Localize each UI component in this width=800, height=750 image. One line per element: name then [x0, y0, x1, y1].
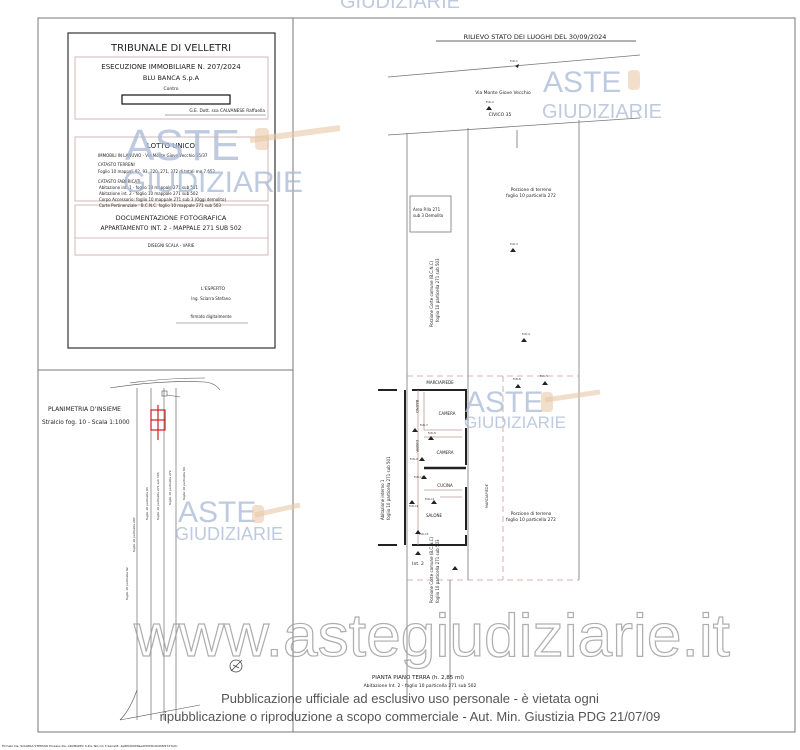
room-label: DISIMP.	[415, 440, 419, 453]
parcel-label: foglio 10 particella 271 sub 503	[156, 472, 160, 520]
doc-subtitle: APPARTAMENTO INT. 2 - MAPPALE 271 SUB 50…	[101, 225, 242, 232]
lot-title: LOTTO UNICO	[147, 142, 196, 150]
civic-number: CIVICO 35	[489, 112, 512, 118]
room-label: BAGNO	[415, 400, 419, 413]
giudiziarie-watermark-text: GIUDIZIARIE	[123, 166, 303, 199]
digital-signature-footer: Firmato Da: SCIARRA STEFANO Emesso Da: A…	[2, 744, 178, 748]
court-name: TRIBUNALE DI VELLETRI	[110, 43, 231, 54]
camera-icon	[409, 64, 548, 570]
building-registry-item: Corte Pertinenziale : B.C.N.C. foglio 10…	[99, 203, 221, 208]
photo-label: Foto 1	[510, 59, 518, 63]
building-registry-item: Corpo Accessorio: foglio 10 mappale 271 …	[99, 197, 226, 202]
photo-label: Foto 9	[410, 457, 418, 461]
site-plan-title: PLANIMETRIA D'INSIEME	[48, 406, 121, 413]
aste-watermark: ASTE GIUDIZIARIE	[123, 121, 341, 199]
survey-title: RILIEVO STATO DEI LUOGHI DEL 30/09/2024	[464, 33, 607, 41]
parcel-label: foglio 10 particella 272	[168, 470, 172, 505]
photo-label: Foto 13	[419, 532, 429, 536]
photo-label: Foto 8	[428, 431, 436, 435]
execution-number: ESECUZIONE IMMOBILIARE N. 207/2024	[101, 63, 241, 71]
giudiziarie-watermark-text: GIUDIZIARIE	[542, 101, 662, 123]
common-court-lower: Porzione Corte comune (B.C.N.C)	[429, 536, 434, 603]
common-court: Porzione Corte comune (B.C.N.C)	[429, 260, 434, 327]
room-label: CUCINA	[437, 483, 453, 488]
north-arrow-icon	[229, 659, 243, 673]
common-court-lower: foglio 10 particella 271 sub 503	[435, 539, 440, 603]
sidewalk-label: MARCIAPIEDE	[426, 380, 454, 385]
site-plan: PLANIMETRIA D'INSIEME Stralcio fog. 10 -…	[42, 377, 221, 721]
plan-subtitle: Abitazione Int. 2 - foglio 10 particella…	[364, 683, 477, 689]
photo-label: Foto 3	[510, 242, 518, 246]
survey-plan: RILIEVO STATO DEI LUOGHI DEL 30/09/2024 …	[364, 33, 641, 700]
signature-note: firmato digitalmente	[190, 314, 232, 319]
common-court: foglio 10 particella 271 sub 503	[435, 258, 440, 322]
aste-watermark: ASTE GIUDIZIARIE	[175, 496, 301, 544]
url-watermark: www.astegiudiziarie.it	[133, 602, 730, 669]
expert-name: Ing. Sciarra Stefano	[191, 296, 231, 301]
photo-label: Foto 2	[486, 100, 494, 104]
apartment1-label: foglio 10 particella 271 sub 501	[386, 456, 391, 520]
demolished-area: sub 3 Demolito	[413, 213, 444, 218]
publication-notice-line1: Pubblicazione ufficiale ad esclusivo uso…	[221, 691, 599, 706]
room-label: SALONE	[426, 513, 443, 518]
site-plan-subtitle: Stralcio fog. 10 - Scala 1:1000	[42, 420, 130, 426]
land-portion-lower: Porzione di terreno	[511, 511, 552, 517]
land-portion: foglio 10 particella 272	[506, 193, 556, 199]
building-registry-item: Abitazione int. 1 - foglio 10 mappale 27…	[99, 185, 198, 190]
top-watermark: GIUDIZIARIE	[340, 0, 460, 13]
parcel-label: foglio 10 particella 92	[125, 567, 129, 600]
room-label: CAMERA	[437, 450, 454, 455]
building-registry-title: CATASTO FABBRICATI	[98, 179, 140, 184]
giudiziarie-watermark-text: GIUDIZIARIE	[175, 524, 283, 544]
photo-label: Foto 11	[425, 497, 435, 501]
aste-watermark-text: ASTE	[465, 386, 543, 419]
photo-label: Foto 4	[522, 332, 530, 336]
land-registry-title: CATASTO TERRENI	[98, 162, 135, 167]
redacted-box	[121, 94, 231, 105]
apartment1-label: Abitazione interno 1	[380, 479, 385, 520]
against-label: Contro	[163, 86, 178, 92]
parcel-label: foglio 10 particella 94	[182, 467, 186, 500]
aste-watermark-text: ASTE	[125, 121, 240, 170]
photo-label: Foto 5	[540, 374, 548, 378]
judge: G.E. Dott. ssa CALVANESE Raffaella	[189, 108, 265, 114]
room-label: CAMERA	[439, 411, 456, 416]
land-registry: Foglio 10 mappali 92, 93, 220, 271, 272 …	[98, 169, 215, 174]
sidewalk-label: MARCIAPIEDE	[485, 484, 489, 508]
aste-watermark: ASTE GIUDIZIARIE	[542, 66, 662, 123]
expert-label: L'ESPERTO	[201, 286, 226, 292]
photo-label: Foto 7	[420, 423, 428, 427]
photo-label: Foto 6	[513, 377, 521, 381]
building-registry-item: Abitazione int. 2 - foglio 10 mappale 27…	[99, 191, 198, 196]
photo-label: Foto 12	[409, 504, 419, 508]
land-portion-lower: foglio 10 particella 272	[506, 517, 556, 523]
aste-watermark: ASTE GIUDIZIARIE	[464, 386, 601, 432]
drawings-scale: DISEGNI SCALA - VARIE	[148, 243, 195, 248]
demolished-area: Area P.lla 271	[413, 207, 441, 212]
parcel-label: foglio 10 particella 93	[145, 487, 149, 520]
int-label: Int. 2	[412, 561, 424, 567]
aste-watermark-text: ASTE	[543, 66, 621, 99]
doc-title: DOCUMENTAZIONE FOTOGRAFICA	[116, 214, 227, 222]
street-name: Via Monte Giove Vecchio	[475, 90, 531, 96]
parcel-label: foglio 10 particella 207	[132, 517, 136, 552]
title-block: TRIBUNALE DI VELLETRI ESECUZIONE IMMOBIL…	[67, 32, 276, 349]
publication-notice-line2: ripubblicazione o riproduzione a scopo c…	[160, 709, 661, 724]
photo-label: Foto 10	[414, 475, 424, 479]
property-address: IMMOBILI IN LANUVIO - Via Monte Giove Ve…	[98, 153, 208, 158]
giudiziarie-watermark-text: GIUDIZIARIE	[464, 413, 566, 432]
photo-markers: Foto 1 Foto 2 Foto 3 Foto 4 Foto 5 Foto …	[409, 59, 548, 536]
aste-watermark-text: ASTE	[178, 496, 256, 529]
plan-title: PIANTA PIANO TERRA (h. 2,85 ml)	[372, 675, 464, 681]
land-portion: Porzione di terreno	[511, 187, 552, 193]
creditor: BLU BANCA S.p.A	[143, 74, 200, 82]
